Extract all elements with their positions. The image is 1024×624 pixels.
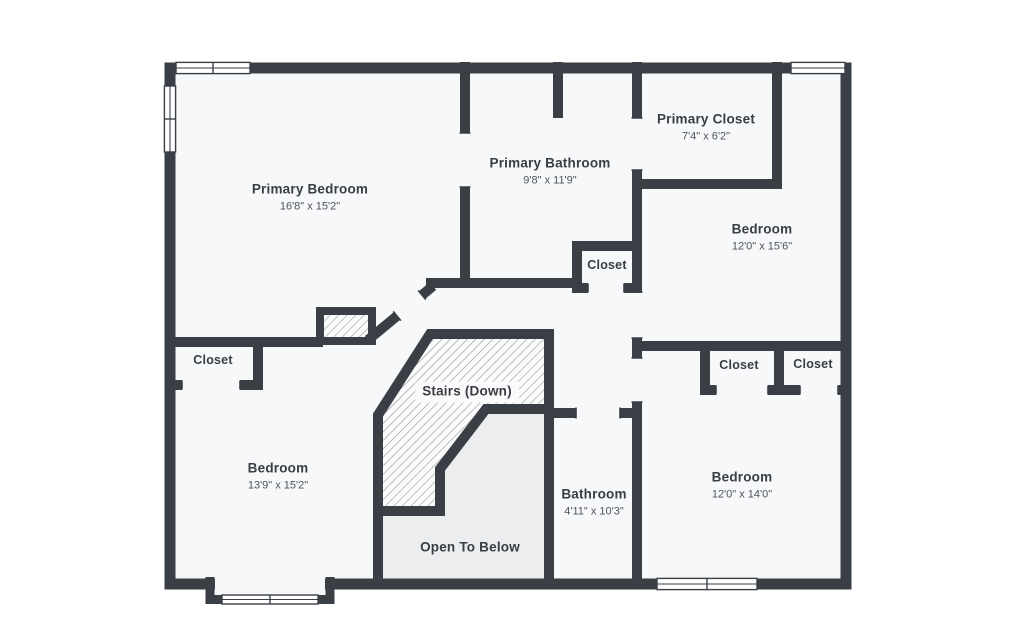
room-dimensions: 7'4" x 6'2" [681,130,731,143]
room-label-primary-bedroom: Primary Bedroom 16'8" x 15'2" [252,182,368,215]
room-label-stairs-down: Stairs (Down) [415,381,519,403]
room-label-closet-right-1: Closet [719,358,758,374]
room-name: Primary Bathroom [489,155,611,171]
room-label-closet-hall: Closet [587,258,626,274]
room-dimensions: 16'8" x 15'2" [279,200,341,213]
room-label-bedroom-bottom-left: Bedroom 13'9" x 15'2" [248,461,309,494]
room-dimensions: 13'9" x 15'2" [247,479,309,492]
room-name: Bathroom [561,486,627,502]
fireplace-hatch [316,307,376,345]
room-label-bedroom-bottom-right: Bedroom 12'0" x 14'0" [712,470,773,503]
room-label-closet-right-2: Closet [793,357,832,373]
room-name: Bedroom [731,221,793,237]
room-label-primary-closet: Primary Closet 7'4" x 6'2" [657,112,755,145]
window-bottom-right [656,577,758,591]
room-dimensions: 9'8" x 11'9" [523,174,577,187]
room-name: Stairs (Down) [415,381,519,403]
room-name: Closet [793,357,833,372]
floor-area [170,68,846,602]
window-bay-bottom-left [221,594,319,605]
room-label-bedroom-top-right: Bedroom 12'0" x 15'6" [732,222,793,255]
door-openings [181,117,839,419]
windows [163,61,846,605]
room-name: Open To Below [420,539,520,555]
room-name: Closet [193,353,233,368]
room-name: Bedroom [711,469,773,485]
room-name: Bedroom [247,460,309,476]
room-label-open-to-below: Open To Below [420,540,520,557]
room-name: Primary Bedroom [251,181,369,197]
room-dimensions: 12'0" x 15'6" [731,240,793,253]
open-to-below-area [374,409,554,584]
room-label-closet-left: Closet [193,353,232,369]
window-left [163,85,177,153]
window-top-right [790,61,846,75]
interior-walls [164,62,851,589]
window-top-left [175,61,251,75]
room-label-bathroom: Bathroom 4'11" x 10'3" [561,487,626,520]
room-label-primary-bathroom: Primary Bathroom 9'8" x 11'9" [490,156,611,189]
room-name: Closet [719,358,759,373]
room-dimensions: 4'11" x 10'3" [564,505,624,518]
room-name: Primary Closet [656,111,756,127]
room-name: Closet [587,258,627,273]
room-dimensions: 12'0" x 14'0" [711,488,773,501]
